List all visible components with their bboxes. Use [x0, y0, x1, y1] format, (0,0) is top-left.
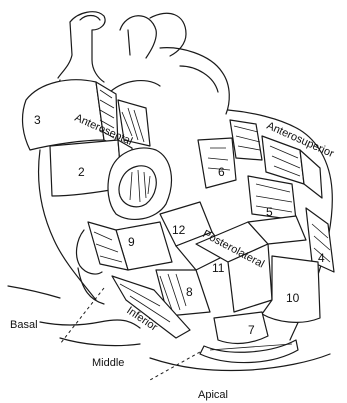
level-label-basal: Basal — [10, 319, 38, 331]
segment-label-12: 12 — [172, 223, 186, 237]
segment-label-8: 8 — [186, 285, 193, 299]
segment-label-9: 9 — [128, 235, 135, 249]
segment-label-10: 10 — [286, 291, 300, 305]
septal-cross-section — [108, 148, 171, 219]
segment-6-shape — [198, 138, 236, 188]
level-label-apical: Apical — [198, 389, 228, 401]
segment-label-2: 2 — [78, 165, 85, 179]
segment-label-5: 5 — [266, 205, 273, 219]
segment-label-7: 7 — [248, 323, 255, 337]
segment-label-6: 6 — [218, 165, 225, 179]
level-labels: Basal Middle Apical — [10, 319, 228, 401]
level-label-middle: Middle — [92, 357, 124, 369]
segment-label-11: 11 — [212, 261, 225, 275]
segment-label-4: 4 — [318, 251, 325, 265]
segment-label-3: 3 — [34, 113, 41, 127]
